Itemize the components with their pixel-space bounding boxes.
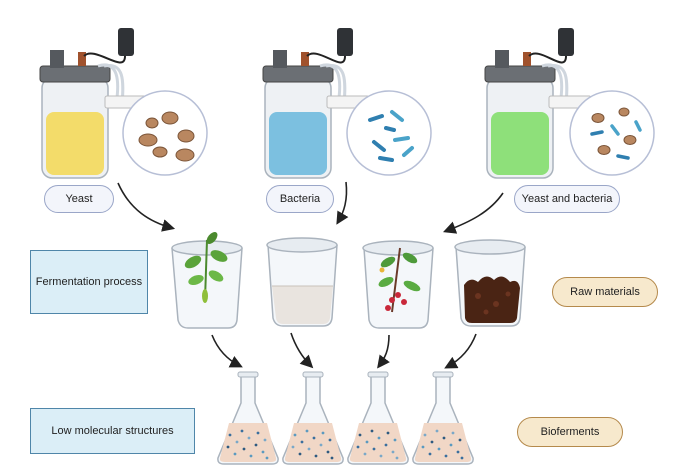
arrow-beaker-3 [377,334,390,369]
arrow-beaker-1 [211,334,243,368]
dark-material [464,276,520,323]
flask [282,371,344,465]
reactor-liquid [491,112,549,175]
arrow-mixed [443,192,504,234]
reactor-bacteria [262,28,432,179]
berry-branch-icon [378,247,421,313]
flask [217,371,279,465]
mixed-cells-icon [590,107,642,160]
reactor-yeast [39,28,208,179]
label-fermentation-process: Fermentation process [30,250,148,314]
reactor-yeast-and-bacteria [484,28,655,179]
arrow-yeast [117,182,176,232]
beaker-water [272,286,333,324]
reactor-liquid [46,112,104,175]
reactor-liquid [269,112,327,175]
label-bacteria: Bacteria [266,185,334,213]
label-low-molecular-structures: Low molecular structures [30,408,195,454]
label-yeast-and-bacteria: Yeast and bacteria [514,185,620,213]
flask [412,371,474,465]
label-yeast: Yeast [44,185,114,213]
magnifier-mixed [569,90,655,176]
beaker-berry-plant [362,240,434,329]
arrows-bottom [211,332,477,369]
beaker-dark-material [454,239,526,327]
magnifier-bacteria [346,90,432,176]
magnifier-yeast [122,90,208,176]
label-raw-materials: Raw materials [552,277,658,307]
beaker-liquid [266,237,338,327]
arrow-beaker-4 [444,333,477,369]
flasks [217,371,474,465]
arrows-top [117,181,504,234]
flask [347,371,409,465]
yeast-cells-icon [138,111,195,162]
beaker-green-plant [171,232,243,329]
arrow-bacteria [336,181,349,225]
leaf-icon [184,232,228,303]
bacteria-cells-icon [368,110,414,162]
arrow-beaker-2 [290,332,314,369]
label-bioferments: Bioferments [517,417,623,447]
